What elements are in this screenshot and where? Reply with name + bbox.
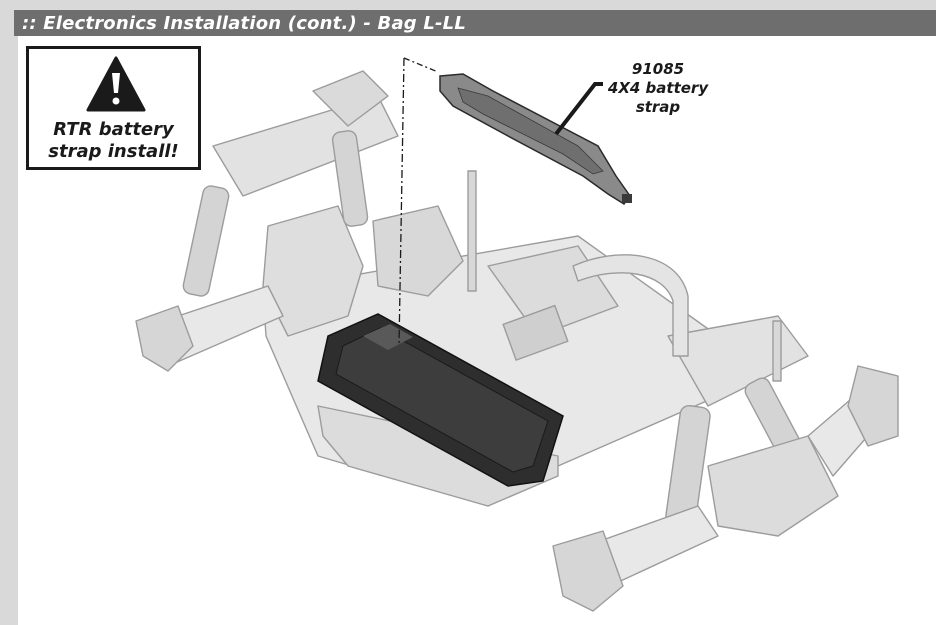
side-guard [572,254,689,357]
center-diff [372,205,464,297]
rear-gearbox [262,205,364,337]
front-body-post [772,320,782,382]
front-right-hub [847,365,899,447]
part-callout: 91085 4X4 battery strap [598,60,718,117]
rear-body-post [467,170,477,292]
warning-callout: RTR battery strap install! [26,46,201,170]
content-area: RTR battery strap install! 91085 4X4 bat… [18,36,936,625]
rear-shock-tower [212,95,399,197]
battery-tray [317,313,564,487]
install-guide-line [398,57,405,347]
warning-triangle-icon [86,56,146,112]
part-name-line-2: strap [635,98,681,116]
front-left-hub [552,530,624,612]
install-guide-line-top [403,57,439,73]
section-title: :: Electronics Installation (cont.) - Ba… [22,12,467,34]
warning-line-2: strap install! [48,141,179,162]
rear-left-hub [135,305,194,372]
chassis-illustration [135,57,899,612]
part-leader-line [554,82,603,136]
rear-top-mount [312,70,389,127]
front-gearbox [707,435,839,537]
warning-line-1: RTR battery [53,119,174,140]
battery-strap-part [439,73,632,206]
warning-message: RTR battery strap install! [29,119,198,163]
part-number: 91085 [631,60,685,78]
section-header: :: Electronics Installation (cont.) - Ba… [14,10,936,36]
part-name-line-1: 4X4 battery [607,79,709,97]
rear-left-shock [182,185,230,297]
esc-heatsink [502,304,569,361]
rear-right-shock [331,130,369,227]
